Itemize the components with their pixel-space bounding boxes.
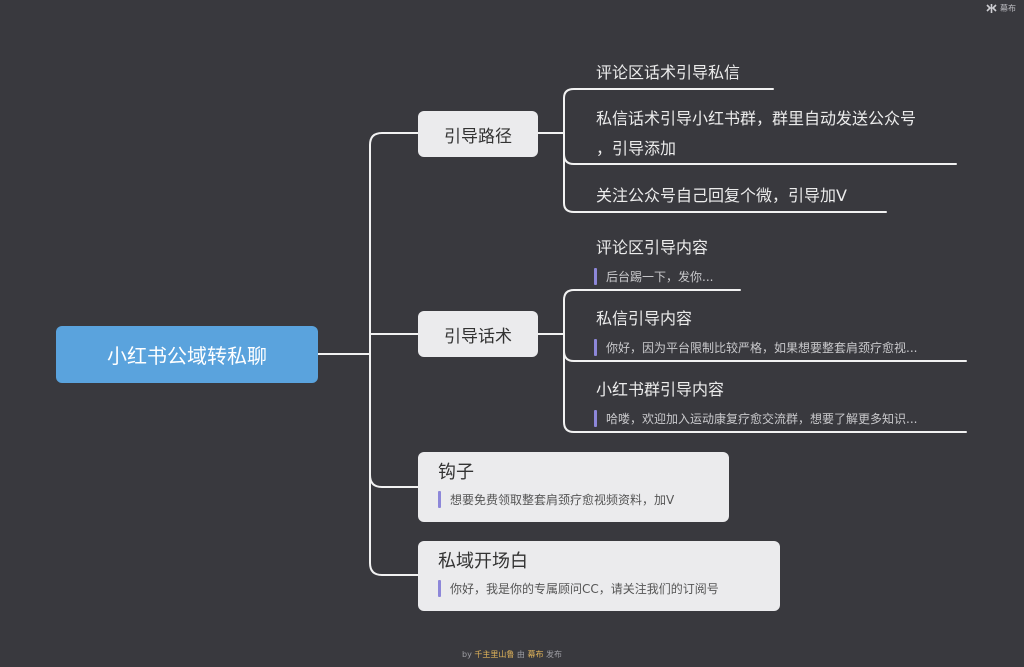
branch-private-opener[interactable]: 私域开场白 你好，我是你的专属顾问CC，请关注我们的订阅号 xyxy=(418,541,780,611)
mubu-logo[interactable]: 幕布 xyxy=(986,3,1016,14)
leaf-title: 评论区引导内容 xyxy=(596,238,709,257)
leaf-text: 私信话术引导小红书群，群里自动发送公众号 xyxy=(596,109,917,128)
mubu-logo-icon xyxy=(986,4,997,13)
connector-leaf-2-1 xyxy=(537,289,741,335)
branch-guide-path[interactable]: 引导路径 xyxy=(418,111,538,157)
leaf-dm-content[interactable]: 私信引导内容 xyxy=(596,305,692,333)
connector-leaf-2-3 xyxy=(563,350,967,433)
note-bar xyxy=(594,339,597,356)
footer-brand[interactable]: 幕布 xyxy=(527,650,544,659)
leaf-dm-content-note: 你好，因为平台限制比较严格，如果想要整套肩颈疗愈视... xyxy=(594,339,917,356)
connector-trunk-lower xyxy=(369,353,419,576)
note-bar xyxy=(438,491,441,508)
leaf-text-continued: ，引导添加 xyxy=(596,139,677,158)
card-note: 想要免费领取整套肩颈疗愈视频资料，加V xyxy=(438,491,729,508)
root-label: 小红书公域转私聊 xyxy=(107,344,267,368)
leaf-text: 关注公众号自己回复个微，引导加V xyxy=(596,186,847,205)
note-text: 后台踢一下，发你... xyxy=(606,270,714,284)
note-text: 你好，因为平台限制比较严格，如果想要整套肩颈疗愈视... xyxy=(606,341,918,355)
leaf-title: 小红书群引导内容 xyxy=(596,380,725,399)
leaf-group-content-note: 哈喽，欢迎加入运动康复疗愈交流群，想要了解更多知识... xyxy=(594,410,917,427)
connector-branch-3 xyxy=(369,474,419,488)
leaf-title: 私信引导内容 xyxy=(596,309,693,328)
branch-hook[interactable]: 钩子 想要免费领取整套肩颈疗愈视频资料，加V xyxy=(418,452,729,522)
footer-credit: by 千主里山鲁 由 幕布 发布 xyxy=(0,649,1024,660)
leaf-text: 评论区话术引导私信 xyxy=(596,63,741,82)
note-bar xyxy=(594,268,597,285)
note-text: 想要免费领取整套肩颈疗愈视频资料，加V xyxy=(450,492,675,507)
branch-guide-script[interactable]: 引导话术 xyxy=(418,311,538,357)
note-text: 哈喽，欢迎加入运动康复疗愈交流群，想要了解更多知识... xyxy=(606,412,918,426)
card-title: 私域开场白 xyxy=(438,551,528,572)
leaf-dm-to-group[interactable]: 私信话术引导小红书群，群里自动发送公众号 ，引导添加 xyxy=(596,105,916,163)
note-text: 你好，我是你的专属顾问CC，请关注我们的订阅号 xyxy=(450,581,719,596)
card-note: 你好，我是你的专属顾问CC，请关注我们的订阅号 xyxy=(438,580,780,597)
branch-label: 引导路径 xyxy=(444,126,512,147)
leaf-group-content[interactable]: 小红书群引导内容 xyxy=(596,376,724,404)
leaf-comment-content-note: 后台踢一下，发你... xyxy=(594,268,713,285)
leaf-comment-content[interactable]: 评论区引导内容 xyxy=(596,234,708,262)
note-bar xyxy=(594,410,597,427)
footer-publish: 发布 xyxy=(546,650,562,659)
connector-leaf-1-3 xyxy=(563,153,887,213)
leaf-follow-account[interactable]: 关注公众号自己回复个微，引导加V xyxy=(596,182,847,210)
footer-via: 由 xyxy=(516,650,525,659)
connector-leaf-1-1 xyxy=(537,88,774,134)
note-bar xyxy=(438,580,441,597)
branch-label: 引导话术 xyxy=(444,326,512,347)
connector-trunk xyxy=(369,132,419,355)
footer-author[interactable]: 千主里山鲁 xyxy=(474,650,515,659)
root-node[interactable]: 小红书公域转私聊 xyxy=(56,326,318,383)
mubu-logo-label: 幕布 xyxy=(1000,4,1016,13)
leaf-comment-to-dm[interactable]: 评论区话术引导私信 xyxy=(596,59,740,87)
footer-by: by xyxy=(462,650,472,659)
card-title: 钩子 xyxy=(438,462,474,483)
